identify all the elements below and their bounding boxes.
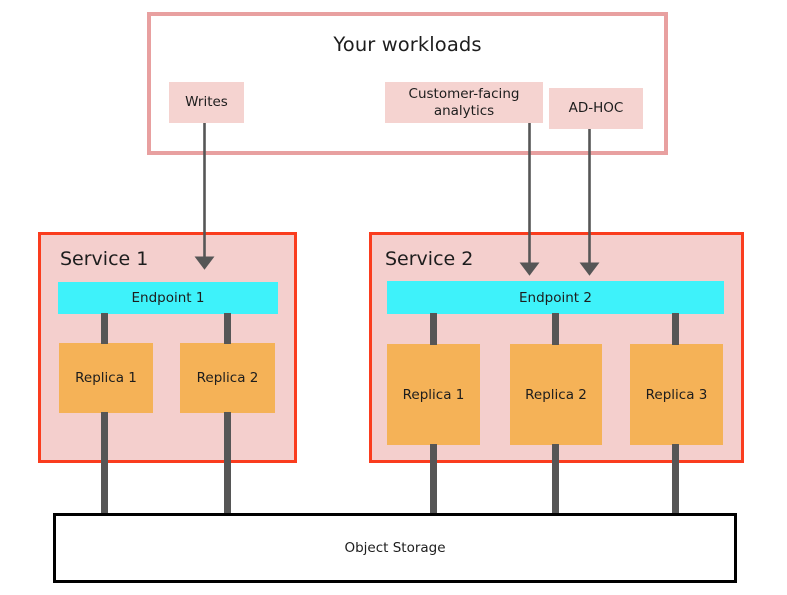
service-1-replica-1[interactable]: Replica 1 <box>59 343 153 413</box>
connector-endpoint1-replica2 <box>224 313 231 344</box>
service-1-label: Service 1 <box>60 248 149 270</box>
service-1-endpoint[interactable]: Endpoint 1 <box>58 282 278 314</box>
workload-chip-ad-hoc[interactable]: AD-HOC <box>549 88 643 129</box>
connector-endpoint2-replica1 <box>430 313 437 345</box>
connector-s1-replica1-storage <box>101 412 108 515</box>
workload-chip-customer-facing-analytics[interactable]: Customer-facing analytics <box>385 82 543 123</box>
connector-s1-replica2-storage <box>224 412 231 515</box>
service-2-replica-1[interactable]: Replica 1 <box>387 344 480 445</box>
service-1-replica-2[interactable]: Replica 2 <box>180 343 275 413</box>
service-2-endpoint[interactable]: Endpoint 2 <box>387 281 724 314</box>
service-2-replica-3[interactable]: Replica 3 <box>630 344 723 445</box>
object-storage-box: Object Storage <box>53 513 737 583</box>
service-2-label: Service 2 <box>385 248 474 270</box>
connector-s2-replica3-storage <box>672 444 679 515</box>
connector-endpoint2-replica2 <box>552 313 559 345</box>
workload-chip-writes[interactable]: Writes <box>169 82 244 123</box>
service-2-replica-2[interactable]: Replica 2 <box>510 344 602 445</box>
workloads-title: Your workloads <box>333 33 482 56</box>
connector-s2-replica2-storage <box>552 444 559 515</box>
connector-endpoint1-replica1 <box>101 313 108 344</box>
connector-s2-replica1-storage <box>430 444 437 515</box>
connector-endpoint2-replica3 <box>672 313 679 345</box>
